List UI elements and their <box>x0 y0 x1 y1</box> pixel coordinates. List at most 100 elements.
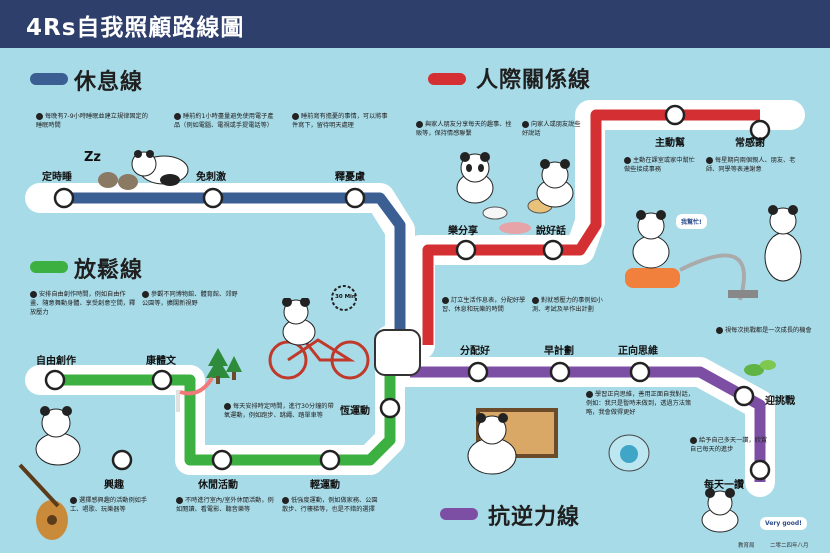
station-label: 自由創作 <box>36 356 76 367</box>
resilience-note: 給予自己多天一讚，欣賞自己每天的進步 <box>690 436 770 454</box>
note-text: 給予自己多天一讚，欣賞自己每天的進步 <box>690 437 768 453</box>
note-text: 學習正向思維，善用正面自我對話，例如：我只是暫時未做到，透過方法策略，我會做得更… <box>586 391 694 416</box>
station-dot <box>749 459 771 481</box>
panda-mirror-illustration <box>608 434 650 472</box>
note-text: 睡前約1小時盡量避免使用電子產品（例如電腦、電視或手提電話等） <box>174 113 274 129</box>
note-text: 與家人朋友分享每天的趣事、挫販等，保持情感聯繫 <box>416 121 512 137</box>
relax-note: 每天安排時定時間，進行30分鐘的帶氧運動，例如跑步、跳繩、踏單車等 <box>224 402 334 420</box>
station-dot <box>211 449 233 471</box>
footer-date: 二零二四年八月 <box>770 543 809 549</box>
relation-note: 主動在課室或家中幫忙做些接成事務 <box>624 156 700 174</box>
panda-picnic-illustration <box>35 406 81 466</box>
station-dot <box>455 239 477 261</box>
clock-icon <box>331 285 357 311</box>
note-text: 安排自由創作時間，例如自由作畫、隨意舞動身體、享受創意空間，釋放壓力 <box>30 291 136 316</box>
note-text: 每星期向兩個親人、朋友、老師、同學等表達謝意 <box>706 157 796 173</box>
note-text: 參觀不同博物館、體育館、郊野公園等，擴闊新視野 <box>142 291 238 307</box>
panda-thankful-illustration <box>764 205 802 282</box>
station-dot <box>733 385 755 407</box>
rest-note: 睡前寫有擔憂的事情，可以將事件寫下，留待明天處理 <box>292 112 392 130</box>
resilience-note: 視每次挑戰都是一次成長的機會 <box>716 326 812 335</box>
station-dot <box>111 449 133 471</box>
paw-icon <box>174 112 181 120</box>
vacuum-illustration <box>625 253 758 301</box>
note-text: 視每次挑戰都是一次成長的機會 <box>725 327 812 334</box>
station-dot <box>664 104 686 126</box>
panda-friend-illustration <box>536 159 574 208</box>
station-label: 興趣 <box>104 480 124 491</box>
note-text: 選擇感興趣的活動例如手工、唱歌、玩樂器等 <box>70 497 148 513</box>
resilience-note: 學習正向思維，善用正面自我對話，例如：我只是暫時未做到，透過方法策略，我會做得更… <box>586 390 694 417</box>
paw-icon <box>442 296 449 304</box>
panda-vacuum-illustration <box>632 210 670 269</box>
panda-sleeping-illustration <box>131 150 189 186</box>
clock-label: 30 Min <box>335 294 356 300</box>
relax-note: 選擇感興趣的活動例如手工、唱歌、玩樂器等 <box>70 496 158 514</box>
paw-icon <box>30 290 37 298</box>
note-text: 向家人或朋友說些好說話 <box>522 121 581 137</box>
station-label: 釋憂慮 <box>335 172 365 183</box>
tree-illustration <box>206 348 242 384</box>
paw-icon <box>292 112 299 120</box>
paw-icon <box>416 120 423 128</box>
paw-icon <box>522 120 529 128</box>
paw-icon <box>176 496 183 504</box>
paw-icon <box>706 156 713 164</box>
station-label: 康體文 <box>146 356 176 367</box>
relation-line-title: 人際關係線 <box>476 68 592 93</box>
panda-board-illustration <box>467 413 517 475</box>
station-dot <box>202 187 224 209</box>
station-dot <box>379 397 401 419</box>
resilience-track-bg <box>385 357 775 497</box>
interchange-box <box>374 329 421 376</box>
note-text: 對就感壓力的事例如小測、考試及早作出計劃 <box>532 297 603 313</box>
paw-icon <box>690 436 697 444</box>
relation-note: 每星期向兩個親人、朋友、老師、同學等表達謝意 <box>706 156 806 174</box>
relation-note: 與家人朋友分享每天的趣事、挫販等，保持情感聯繫 <box>416 120 516 138</box>
paw-icon <box>36 112 43 120</box>
footer-publisher: 教育局 <box>738 543 755 549</box>
note-text: 主動在課室或家中幫忙做些接成事務 <box>624 157 695 173</box>
station-dot <box>344 187 366 209</box>
station-dot <box>542 239 564 261</box>
relax-note: 不時進行室內/室外休閒活動，例如閱讀、看電影、聽音樂等 <box>176 496 274 514</box>
station-label: 休閒活動 <box>198 480 238 491</box>
resilience-note: 對就感壓力的事例如小測、考試及早作出計劃 <box>532 296 612 314</box>
station-dot <box>749 119 771 141</box>
rest-note: 睡前約1小時盡量避免使用電子產品（例如電腦、電視或手提電話等） <box>174 112 278 130</box>
station-dot <box>467 361 489 383</box>
paw-icon <box>282 496 289 504</box>
note-text: 低強度運動，例如做家務、公園散步、行樓梯等，也是不錯的選擇 <box>282 497 378 513</box>
slide-illustration <box>176 376 214 412</box>
station-dot <box>549 361 571 383</box>
paw-icon <box>70 496 77 504</box>
station-dot <box>151 369 173 391</box>
relax-line-title: 放鬆線 <box>74 258 144 283</box>
plant-icon <box>744 360 776 376</box>
resilience-note: 訂立生活作息表，分配好學習、休息和玩樂的時間 <box>442 296 528 314</box>
paw-icon <box>532 296 539 304</box>
slippers-illustration <box>98 172 138 190</box>
station-label: 免刺激 <box>196 172 226 183</box>
rest-line-pill <box>30 73 68 85</box>
station-label: 輕運動 <box>310 480 340 491</box>
paw-icon <box>224 402 231 410</box>
paw-icon <box>586 390 593 398</box>
station-dot <box>44 369 66 391</box>
station-dot <box>629 361 651 383</box>
station-label: 迎挑戰 <box>765 396 795 407</box>
relation-line <box>422 109 760 345</box>
station-label: 說好話 <box>536 226 566 237</box>
station-label: 分配好 <box>460 346 490 357</box>
header-bar: 4Rs自我照顧路線圖 <box>0 0 830 48</box>
relation-note: 向家人或朋友說些好說話 <box>522 120 586 138</box>
note-text: 每天安排時定時間，進行30分鐘的帶氧運動，例如跑步、跳繩、踏單車等 <box>224 403 334 419</box>
note-text: 不時進行室內/室外休閒活動，例如閱讀、看電影、聽音樂等 <box>176 497 274 513</box>
panda-cycling-illustration <box>282 298 316 346</box>
guitar-illustration <box>18 463 68 540</box>
station-label: 常感謝 <box>735 138 765 149</box>
note-text: 訂立生活作息表，分配好學習、休息和玩樂的時間 <box>442 297 526 313</box>
station-label: 恆運動 <box>340 406 370 417</box>
relax-note: 參觀不同博物館、體育館、郊野公園等，擴闊新視野 <box>142 290 242 308</box>
